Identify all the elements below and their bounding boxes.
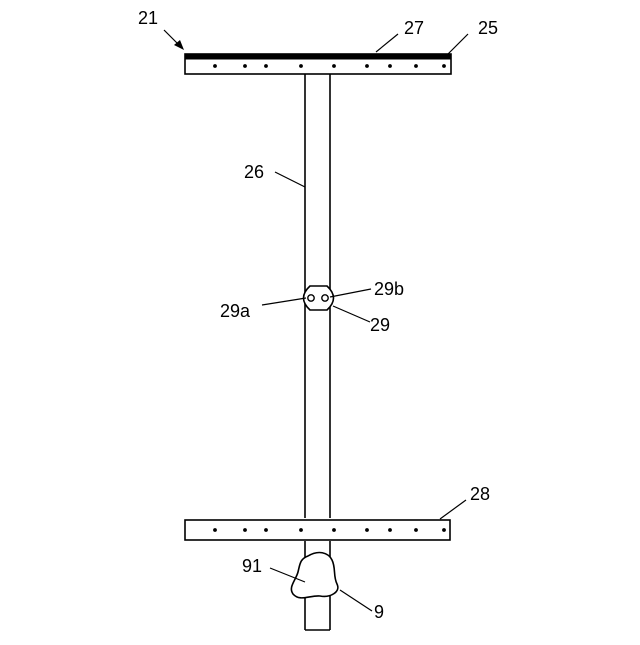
crossbar-hole — [299, 528, 303, 532]
label-29b: 29b — [374, 279, 404, 299]
label-29a: 29a — [220, 301, 251, 321]
top-crossbar — [185, 54, 451, 74]
crossbar-hole — [213, 528, 217, 532]
label-91: 91 — [242, 556, 262, 576]
clamp-hole-b — [322, 295, 328, 301]
crossbar-hole — [332, 64, 336, 68]
knob — [291, 553, 337, 598]
vertical-post — [305, 74, 330, 560]
crossbar-hole — [414, 64, 418, 68]
label-21: 21 — [138, 8, 158, 28]
crossbar-hole — [243, 64, 247, 68]
leader-29a — [262, 298, 306, 305]
crossbar-hole — [213, 64, 217, 68]
leader-29 — [333, 306, 370, 322]
clamp-hole-a — [308, 295, 314, 301]
label-26: 26 — [244, 162, 264, 182]
leader-27 — [376, 34, 398, 52]
clamp — [304, 286, 334, 310]
bottom-crossbar — [185, 520, 450, 540]
leader-25 — [447, 34, 468, 55]
crossbar-hole — [243, 528, 247, 532]
label-29: 29 — [370, 315, 390, 335]
label-25: 25 — [478, 18, 498, 38]
crossbar-hole — [388, 528, 392, 532]
crossbar-hole — [365, 64, 369, 68]
crossbar-hole — [299, 64, 303, 68]
label-9: 9 — [374, 602, 384, 622]
leader-26 — [275, 172, 305, 187]
crossbar-hole — [332, 528, 336, 532]
crossbar-hole — [264, 64, 268, 68]
leader-29b — [330, 289, 371, 297]
leader-28 — [440, 500, 466, 519]
crossbar-hole — [442, 528, 446, 532]
crossbar-hole — [264, 528, 268, 532]
crossbar-hole — [414, 528, 418, 532]
crossbar-hole — [442, 64, 446, 68]
crossbar-hole — [365, 528, 369, 532]
leader-9 — [340, 590, 372, 611]
crossbar-hole — [388, 64, 392, 68]
label-27: 27 — [404, 18, 424, 38]
label-28: 28 — [470, 484, 490, 504]
